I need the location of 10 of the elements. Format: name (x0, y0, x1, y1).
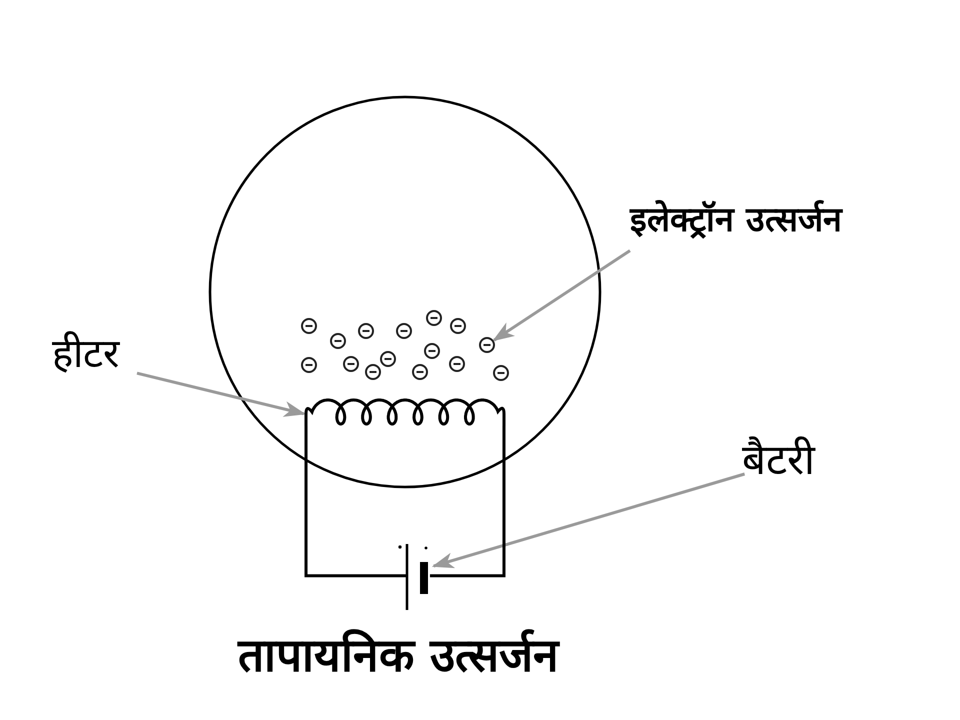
leader-arrow (492, 249, 631, 342)
label-text: हीटर (52, 330, 119, 378)
leader-arrow (432, 472, 746, 568)
circuit-wire (304, 426, 406, 578)
circuit-wire (430, 426, 506, 578)
label-text: बैटरी (742, 435, 815, 486)
caption: तापायनिक उत्सर्जन (238, 628, 560, 684)
leader-arrow (136, 372, 306, 417)
electron (479, 337, 495, 353)
label-text: इलेक्ट्रॉन उत्सर्जन (630, 200, 842, 241)
